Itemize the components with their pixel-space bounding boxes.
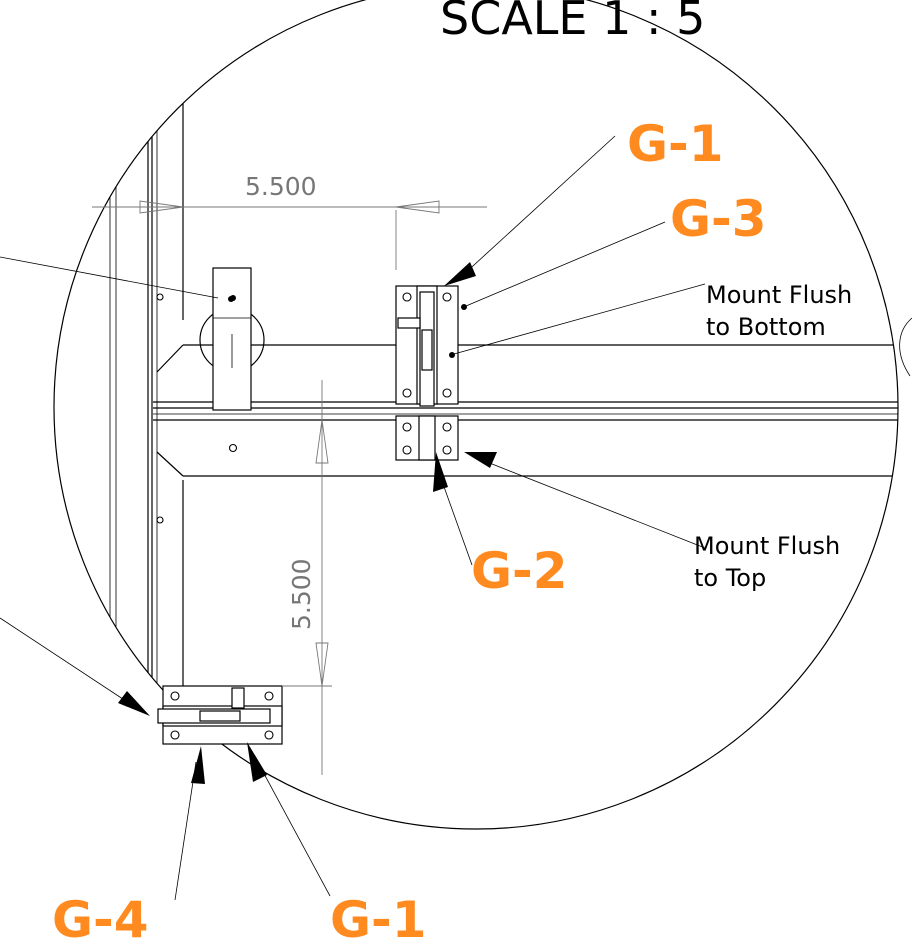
callout-g2: G-2	[471, 542, 568, 600]
barrel-bolt-top	[395, 285, 459, 407]
callout-g1-top: G-1	[627, 115, 724, 173]
vertical-dimension: 5.500	[282, 380, 332, 775]
vertical-dimension-value: 5.500	[287, 558, 316, 630]
note-flush-top-line2: to Top	[694, 564, 766, 592]
pipe-clamp	[199, 267, 265, 411]
bolt-keeper	[395, 415, 459, 461]
barrel-bolt-bottom	[157, 685, 283, 745]
callout-g3: G-3	[670, 190, 767, 248]
scale-label: SCALE 1 : 5	[440, 0, 705, 45]
callout-g1-bottom: G-1	[330, 891, 427, 943]
callout-g4: G-4	[52, 891, 149, 943]
horizontal-dimension: 5.500	[92, 172, 487, 270]
note-flush-top-line1: Mount Flush	[694, 532, 840, 560]
adjacent-detail-circle	[899, 317, 912, 377]
leader-lines	[0, 135, 706, 901]
note-flush-bottom-line2: to Bottom	[706, 313, 826, 341]
note-flush-bottom-line1: Mount Flush	[706, 281, 852, 309]
detail-circle	[53, 0, 899, 830]
horizontal-dimension-value: 5.500	[245, 172, 317, 201]
frame-geometry	[109, 0, 898, 829]
